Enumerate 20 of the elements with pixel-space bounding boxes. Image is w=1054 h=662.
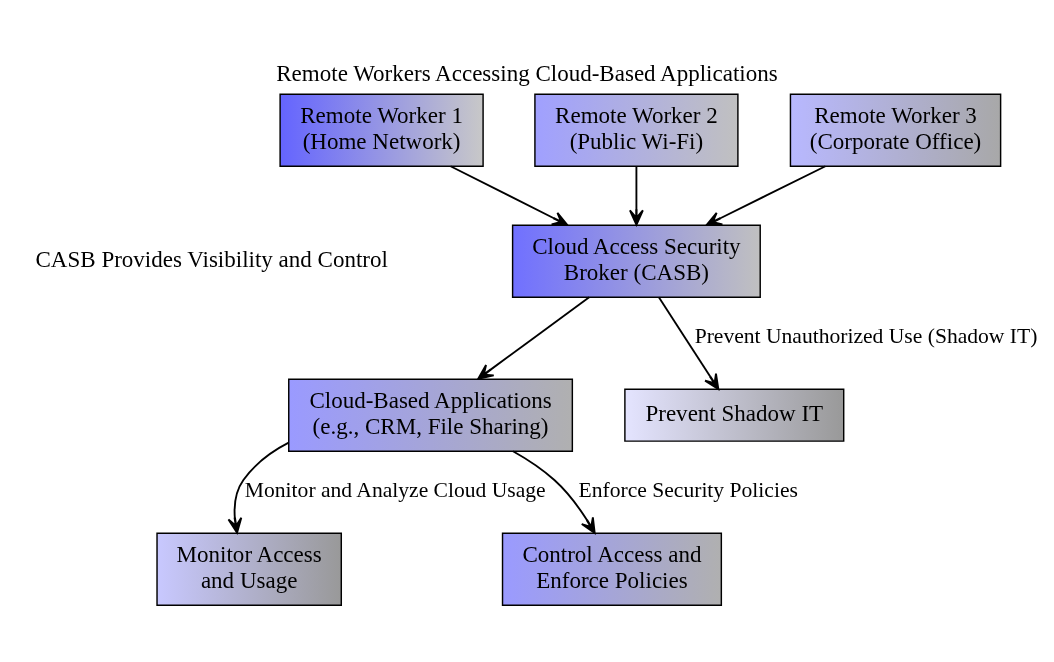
node-box: Cloud Access Security Broker (CASB) [511, 224, 761, 298]
node-box: Remote Worker 3 (Corporate Office) [789, 93, 1002, 167]
node-box: Monitor Access and Usage [156, 532, 342, 606]
arrow [512, 450, 596, 534]
edge-label: Prevent Unauthorized Use (Shadow IT) [694, 324, 1038, 349]
arrow [227, 441, 290, 534]
arrow [705, 165, 827, 226]
edge-label: Monitor and Analyze Cloud Usage [244, 478, 546, 503]
node-box: Prevent Shadow IT [624, 388, 845, 442]
diagram-title: Remote Workers Accessing Cloud-Based Applications [276, 59, 778, 86]
node-box: Remote Worker 2 (Public Wi-Fi) [534, 93, 739, 167]
arrow [629, 165, 644, 226]
arrow [449, 165, 569, 226]
node-box: Cloud-Based Applications (e.g., CRM, File Sharing) [288, 378, 574, 452]
node-box: Control Access and Enforce Policies [501, 532, 723, 606]
edge-label: Enforce Security Policies [578, 478, 798, 503]
label: CASB Provides Visibility and Control [35, 245, 388, 272]
node-box: Remote Worker 1 (Home Network) [279, 93, 484, 167]
arrow [657, 296, 720, 391]
arrow [477, 296, 591, 380]
